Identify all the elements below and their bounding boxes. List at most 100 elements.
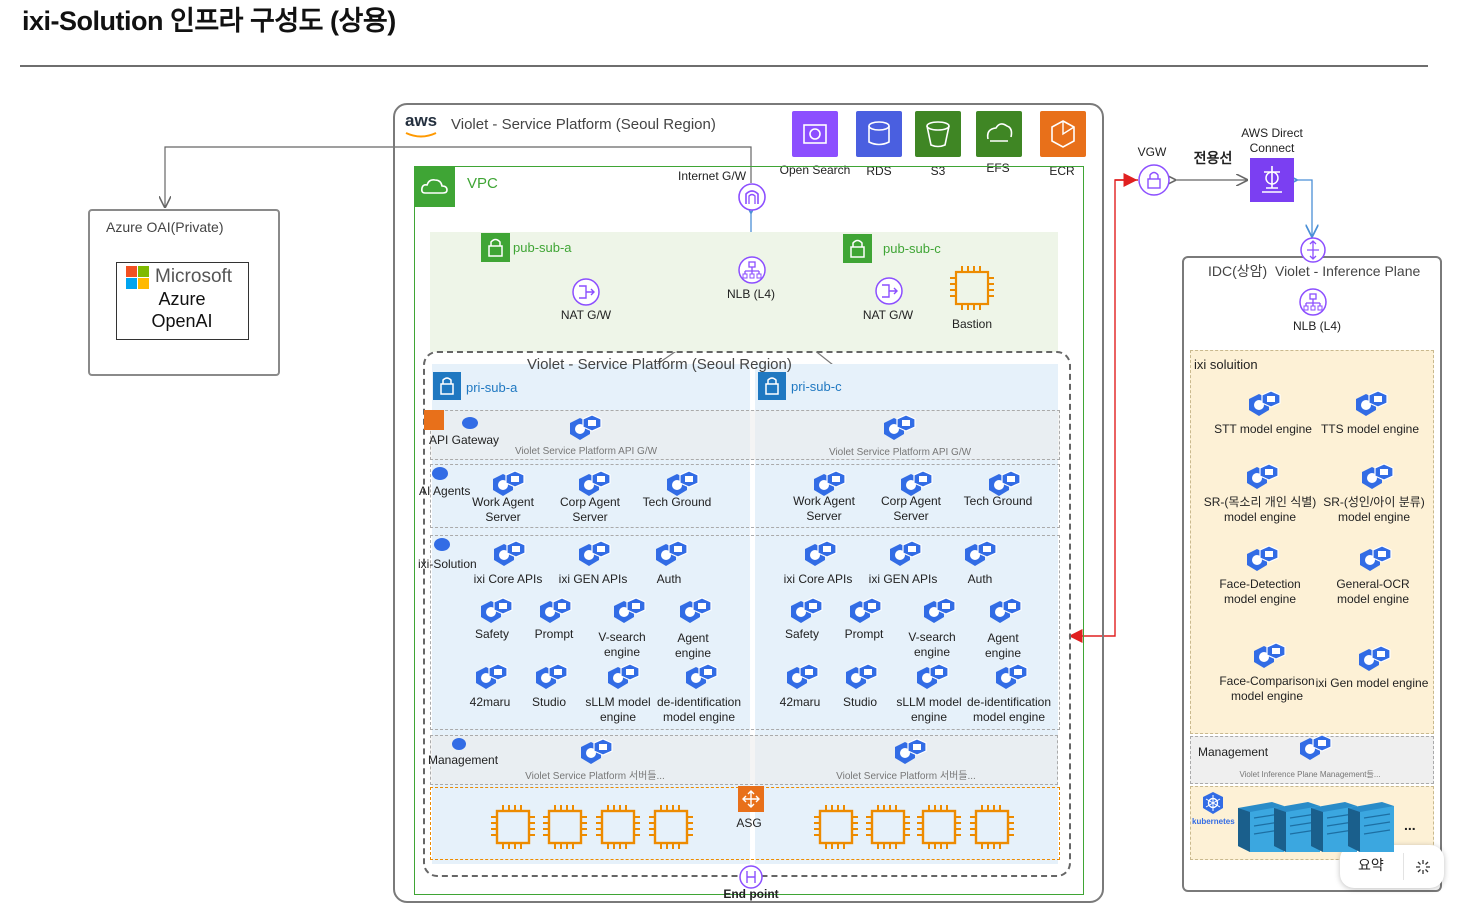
nlb-icon [738,256,766,284]
endpoint-label: End point [723,887,779,901]
idc-mgmt-node-label: Violet Inference Plane Management들... [1239,770,1381,779]
aws-region-box [393,103,1104,903]
kubernetes-pod-icon [1359,645,1391,671]
kubernetes-pod-icon [924,597,956,623]
kubernetes-pod-icon [608,663,640,689]
kubernetes-pod-icon [1249,390,1281,416]
solution-label-prompt-c: Prompt [844,627,884,641]
azure-logo-text-2: Azure [158,289,206,309]
kubernetes-pod-icon [1247,463,1279,489]
idc-title: IDC(상암) Violet - Inference Plane [1208,263,1421,279]
engine-label-ixi-gen: ixi Gen model engine [1315,676,1429,690]
kubernetes-pod-icon [884,414,916,440]
kubernetes-pod-icon [686,663,718,689]
sparkle-icon[interactable] [1415,859,1431,875]
asg-icon [738,786,764,812]
api-gw-node-label-c: Violet Service Platform API G/W [828,447,972,458]
kubernetes-badge-icon [434,538,450,551]
vpc-cloud-icon [414,166,455,207]
nlb-icon [1299,288,1327,316]
solution-label-gen-a: ixi GEN APIs [558,572,628,586]
azure-oai-label: Azure OAI(Private) [106,219,224,235]
summary-button-label[interactable]: 요약 [1358,857,1384,873]
solution-label-auth-c: Auth [967,572,993,586]
lock-icon [758,372,786,400]
kubernetes-pod-icon [890,540,922,566]
ec2-instance-chip-icon [814,805,858,849]
mgmt-node-label-a: Violet Service Platform 서버들... [525,771,665,782]
nat-gw-label-a: NAT G/W [560,308,612,322]
nat-gateway-icon [572,278,600,306]
solution-label-core-a: ixi Core APIs [473,572,543,586]
vpc-label: VPC [467,175,498,192]
ec2-instance-chip-icon [491,805,535,849]
internet-gw-label: Internet G/W [678,169,747,183]
api-gateway-label: API Gateway [429,433,500,447]
service-label-ecr: ECR [1049,164,1075,178]
kubernetes-logo-icon [1203,792,1223,814]
agent-label-tech-c: Tech Ground [963,494,1033,508]
s3-icon [915,111,961,157]
kubernetes-pod-icon [989,470,1021,496]
idc-management-label: Management [1198,745,1269,759]
aws-logo: aws [405,111,438,130]
solution-label-safety-a: Safety [474,627,510,641]
engine-label-tts: TTS model engine [1320,422,1420,436]
ixi-solution-row [430,535,1060,730]
kubernetes-badge-icon [432,467,448,480]
kubernetes-pod-icon [680,597,712,623]
kubernetes-pod-icon [667,470,699,496]
kubernetes-pod-icon [1254,642,1286,668]
azure-oai-box [88,209,280,376]
kubernetes-pod-icon [536,663,568,689]
kubernetes-pod-icon [1362,463,1394,489]
kubernetes-pod-icon [805,540,837,566]
engine-label-stt: STT model engine [1214,422,1312,436]
kubernetes-pod-icon [846,663,878,689]
kubernetes-pod-icon [579,470,611,496]
kubernetes-pod-icon [614,597,646,623]
nlb-label: NLB (L4) [726,287,776,301]
pub-subnet-area [430,232,1058,352]
ai-agents-label: AI Agents [419,484,471,498]
summary-divider [1403,853,1404,880]
kubernetes-pod-icon [1360,545,1392,571]
solution-label-gen-c: ixi GEN APIs [868,572,938,586]
direct-connect-icon [1250,158,1294,202]
lock-icon [843,234,872,263]
bastion-label: Bastion [951,317,993,331]
kubernetes-pod-icon [791,597,823,623]
solution-label-studio-c: Studio [842,695,878,709]
asg-label: ASG [736,816,762,830]
idc-solution-area [1190,350,1434,734]
vgw-icon [1138,164,1170,196]
efs-icon [976,111,1022,157]
lock-icon [481,233,510,262]
vgw-label: VGW [1137,145,1167,159]
pri-sub-a-label: pri-sub-a [466,380,518,395]
solution-label-prompt-a: Prompt [534,627,574,641]
pub-sub-a-label: pub-sub-a [513,240,572,255]
service-label-efs: EFS [986,161,1010,175]
solution-label-42maru-c: 42maru [779,695,821,709]
engine-label-sr-age: SR-(성인/아이 분류)model engine [1323,495,1425,524]
engine-label-sr-voice: SR-(목소리 개인 식별)model engine [1203,495,1317,524]
rds-icon [856,111,902,157]
kubernetes-pod-icon [901,470,933,496]
kubernetes-pod-icon [481,597,513,623]
ec2-instance-chip-icon [543,805,587,849]
kubernetes-badge-icon [452,738,466,750]
